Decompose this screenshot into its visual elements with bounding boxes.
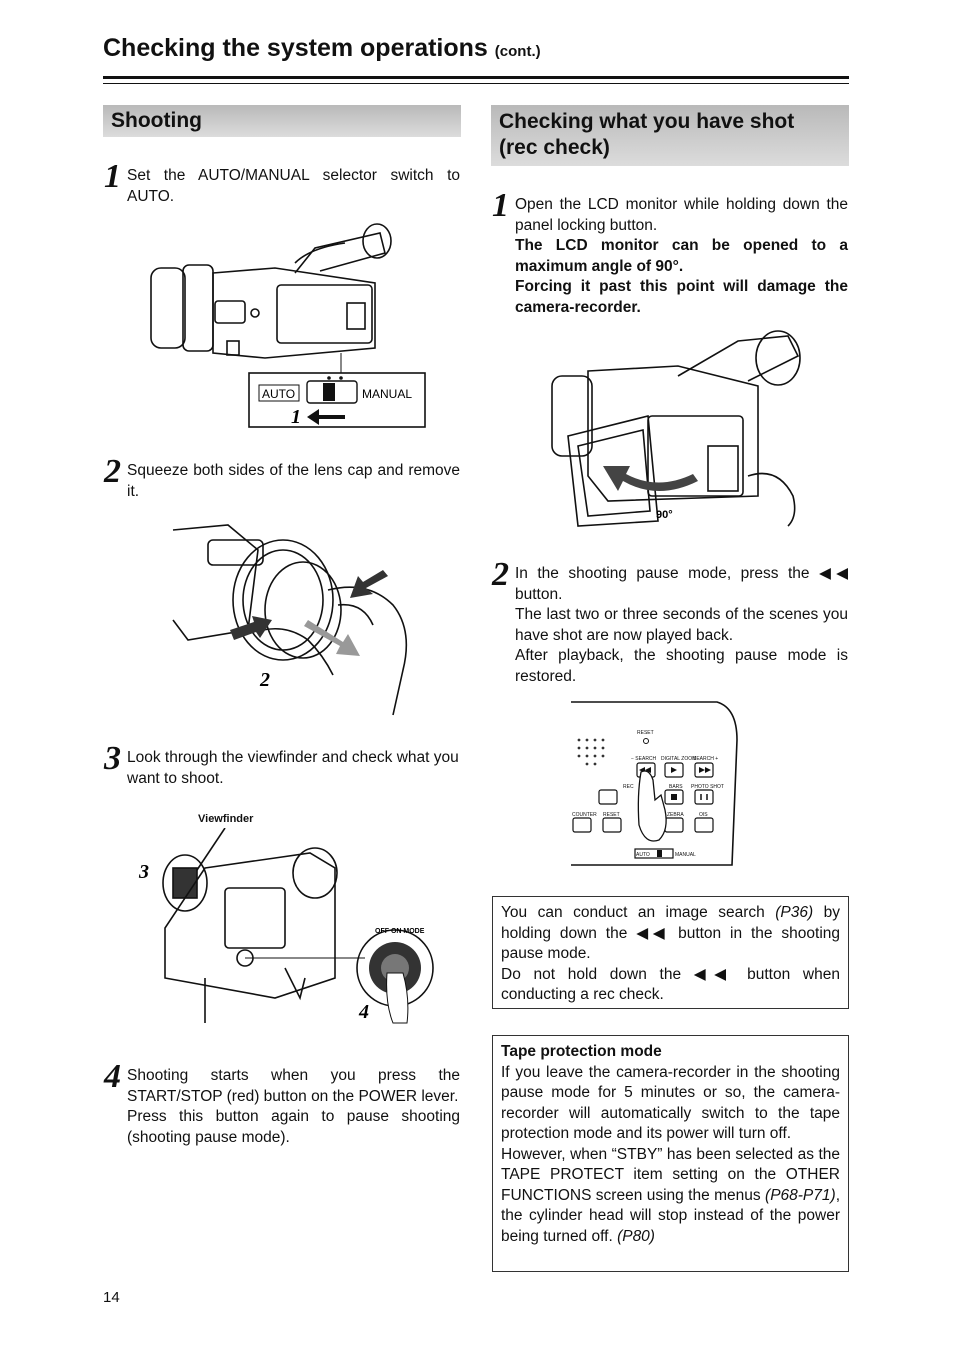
lens-cap-illustration: 2 xyxy=(172,524,408,716)
step-number: 3 xyxy=(104,740,121,777)
note-paragraph-1: You can conduct an image search (P36) by… xyxy=(501,903,840,965)
panel-photo-shot-label: PHOTO SHOT xyxy=(691,784,724,790)
rec-step-2-line3: After playback, the shooting pause mode … xyxy=(515,647,848,685)
panel-search-plus-label: SEARCH + xyxy=(693,756,718,762)
note1-text-c: button in the shooting pause mode. xyxy=(501,924,840,963)
panel-auto-label: AUTO xyxy=(636,852,650,858)
manual-label: MANUAL xyxy=(362,387,412,401)
page-title: Checking the system operations (cont.) xyxy=(103,34,541,63)
note1-text-a: You can conduct an image search xyxy=(501,904,765,921)
section-heading-line1: Checking what you have shot xyxy=(499,110,795,133)
power-dial-label: OFF ON MODE xyxy=(375,928,425,935)
rewind-icon: ◀◀ xyxy=(636,924,670,942)
section-heading-shooting: Shooting xyxy=(103,105,461,137)
step-text: Squeeze both sides of the lens cap and r… xyxy=(127,462,460,500)
angle-label: 90° xyxy=(656,509,673,521)
note-title: Tape protection mode xyxy=(501,1043,662,1060)
step-4-line1: Shooting starts when you press the START… xyxy=(127,1067,460,1105)
section-heading-line2: (rec check) xyxy=(499,136,610,159)
step-number: 1 xyxy=(492,187,509,224)
auto-label: AUTO xyxy=(262,387,295,401)
rec-step-2-text-before: In the shooting pause mode, press the xyxy=(515,565,810,582)
section-heading-shooting-label: Shooting xyxy=(111,109,202,132)
title-rule-bottom xyxy=(103,83,849,84)
step-4-line2: Press this button again to pause shootin… xyxy=(127,1108,460,1146)
note1-text-b: by holding down the xyxy=(501,904,841,942)
title-rule-top xyxy=(103,76,849,79)
callout-2: 2 xyxy=(259,669,270,691)
page-reference: (P80) xyxy=(617,1227,655,1245)
step-number: 2 xyxy=(492,556,509,593)
section-heading-rec-check: Checking what you have shot (rec check) xyxy=(491,105,849,166)
rec-step-1-warning-1: The LCD monitor can be opened to a maxim… xyxy=(515,237,848,275)
panel-ois-label: OIS xyxy=(699,812,708,818)
callout-1: 1 xyxy=(291,406,301,428)
page-number: 14 xyxy=(103,1289,120,1306)
step-number: 4 xyxy=(104,1058,121,1095)
panel-digital-zoom-label: DIGITAL ZOOM xyxy=(661,756,696,762)
note2-paragraph-2: However, when “STBY” has been selected a… xyxy=(501,1145,840,1248)
page-title-text: Checking the system operations xyxy=(103,34,488,62)
page-reference: (P36) xyxy=(775,904,814,921)
panel-reset-label: RESET xyxy=(637,730,654,736)
step-text: Look through the viewfinder and check wh… xyxy=(127,749,459,787)
rec-step-2-text-after: button. xyxy=(515,585,563,603)
panel-bars-label: BARS xyxy=(669,784,683,790)
step-number: 2 xyxy=(104,453,121,490)
control-panel-illustration: RESET − SEARCH DIGITAL ZOOM SEARCH + REC… xyxy=(571,701,738,866)
rewind-icon: ◀◀ xyxy=(819,565,848,582)
note1-text-d: Do not hold down the xyxy=(501,965,682,983)
rec-step-1-text: Open the LCD monitor while holding down … xyxy=(515,196,848,234)
note1-text-e: button when conducting a rec check. xyxy=(501,965,840,1004)
note2-paragraph-1: If you leave the camera-recorder in the … xyxy=(501,1063,840,1143)
panel-rec-label: REC xyxy=(623,784,634,790)
panel-zebra-label: ZEBRA xyxy=(667,812,684,818)
rec-step-1-warning-2: Forcing it past this point will damage t… xyxy=(515,278,848,316)
rewind-icon: ◀◀ xyxy=(693,965,735,983)
step-text: Open the LCD monitor while holding down … xyxy=(515,195,848,318)
page-title-cont: (cont.) xyxy=(494,43,541,60)
panel-manual-label: MANUAL xyxy=(675,852,696,858)
rec-step-2-line1: In the shooting pause mode, press the ◀◀… xyxy=(515,564,848,605)
note-paragraph-2: Do not hold down the ◀◀ button when cond… xyxy=(501,965,840,1006)
step-number: 1 xyxy=(104,158,121,195)
camera-side-illustration: AUTO MANUAL 1 xyxy=(150,223,426,428)
image-search-note: You can conduct an image search (P36) by… xyxy=(492,896,849,1009)
callout-4: 4 xyxy=(358,1001,369,1023)
viewfinder-caption: Viewfinder xyxy=(198,813,254,825)
panel-reset2-label: RESET xyxy=(603,812,620,818)
viewfinder-illustration: OFF ON MODE 3 4 xyxy=(138,828,434,1024)
panel-counter-label: COUNTER xyxy=(572,812,597,818)
lcd-monitor-illustration: 90° xyxy=(551,330,801,527)
step-text: Set the AUTO/MANUAL selector switch to A… xyxy=(127,167,460,205)
callout-3: 3 xyxy=(138,861,149,883)
step-text: In the shooting pause mode, press the ◀◀… xyxy=(515,564,848,687)
note2-text-b: , the cylinder head will stop instead of… xyxy=(501,1186,840,1245)
rec-step-2-line2: The last two or three seconds of the sce… xyxy=(515,606,848,644)
panel-search-minus-label: − SEARCH xyxy=(631,756,657,762)
note2-text-a: However, when “STBY” has been selected a… xyxy=(501,1145,840,1204)
step-text: Shooting starts when you press the START… xyxy=(127,1066,460,1148)
tape-protection-note: Tape protection mode If you leave the ca… xyxy=(492,1035,849,1272)
page-reference: (P68-P71) xyxy=(765,1186,836,1204)
